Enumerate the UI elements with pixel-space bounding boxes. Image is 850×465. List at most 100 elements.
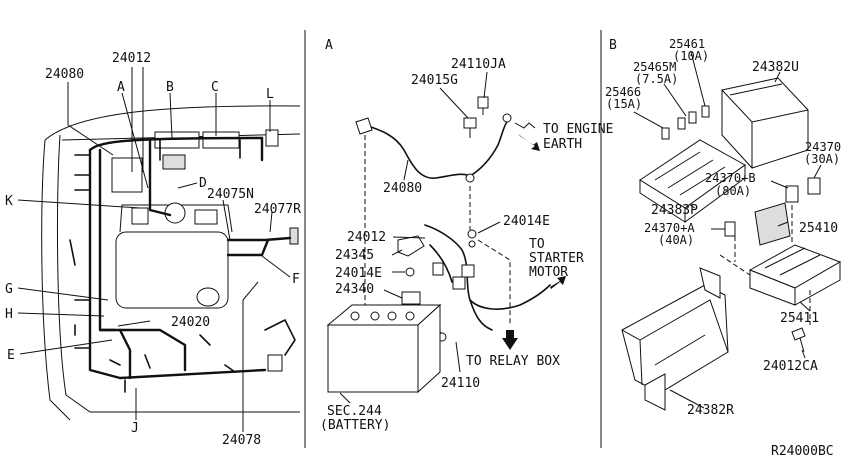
- fuse-25466: [661, 127, 670, 140]
- part-label: 24075N: [207, 187, 254, 202]
- part-label: 24014E: [335, 266, 382, 281]
- connector-block-c: [202, 131, 240, 149]
- part-label: 24012: [112, 51, 151, 66]
- fusible-link-24345: [397, 235, 425, 257]
- callout-k: K: [5, 194, 13, 209]
- fuse-box-cover-24382u: [721, 77, 809, 169]
- part-label: 24110: [441, 376, 480, 391]
- battery-cell: [387, 311, 397, 321]
- screw-24012ca: [791, 327, 806, 353]
- battery-small: [111, 157, 143, 193]
- part-label: 24110JA: [451, 57, 506, 72]
- panel-a-leaders: [339, 71, 501, 404]
- rating-label: (40A): [658, 233, 694, 247]
- fuse-block-24383p: [639, 139, 746, 223]
- rating-label: (30A): [804, 152, 840, 166]
- callout-f: F: [292, 272, 300, 287]
- part-label: 24012: [347, 230, 386, 245]
- engine-block: [115, 202, 233, 309]
- battery-front: [327, 324, 419, 393]
- connector-24077r: [289, 227, 299, 245]
- part-label: 24370: [805, 140, 841, 154]
- fuse-25461: [701, 105, 710, 118]
- connector-l: [265, 129, 279, 147]
- part-label: 25465M: [633, 60, 676, 74]
- part-label: 24340: [335, 282, 374, 297]
- earth-cable: [355, 96, 512, 183]
- engine-cap: [164, 202, 186, 224]
- part-label: 24012CA: [763, 359, 818, 374]
- connector: [432, 262, 444, 276]
- cover-outline: [721, 77, 809, 169]
- bracket-tab: [699, 267, 721, 299]
- note-relay-box: TO RELAY BOX: [466, 354, 560, 369]
- washer: [468, 240, 476, 248]
- screw-head: [791, 327, 806, 341]
- part-label: 25411: [780, 311, 819, 326]
- part-label: 24080: [383, 181, 422, 196]
- engine-part: [194, 209, 218, 225]
- diagram-code: R24000BC: [771, 444, 834, 459]
- relay-box-arrow: [502, 330, 518, 350]
- bracket-24382r: [621, 267, 729, 411]
- eyelet: [465, 173, 475, 183]
- part-label: 24370+A: [644, 221, 695, 235]
- engine-pulley: [196, 287, 220, 307]
- fuse-25465m-b: [688, 111, 697, 124]
- callout-e: E: [7, 348, 15, 363]
- left-leader-lines: [17, 67, 291, 432]
- callout-h: H: [5, 307, 13, 322]
- connector: [452, 276, 466, 290]
- engine-part: [131, 207, 149, 225]
- fuse-block-front: [684, 164, 746, 223]
- relay-block: [162, 154, 186, 170]
- part-label: 24382U: [752, 60, 799, 75]
- section-label-a: A: [325, 38, 333, 53]
- part-label: 24382R: [687, 403, 734, 418]
- part-label: 25466: [605, 85, 641, 99]
- part-label: 24370+B: [705, 171, 756, 185]
- battery-terminal: [350, 311, 360, 321]
- callout-d: D: [199, 176, 207, 191]
- part-label: 24345: [335, 248, 374, 263]
- rating-label: (15A): [606, 97, 642, 111]
- part-label: 24383P: [651, 203, 698, 218]
- battery: [326, 303, 442, 394]
- callout-l: L: [266, 87, 274, 102]
- note-starter-1: TO: [529, 237, 545, 252]
- rating-label: (10A): [673, 49, 709, 63]
- engine-earth-arrow: [518, 134, 540, 151]
- bracket-leg: [644, 373, 666, 411]
- callout-g: G: [5, 282, 13, 297]
- note-battery-1: SEC.244: [327, 404, 382, 419]
- fuse-25465m: [677, 117, 686, 130]
- rating-label: (80A): [715, 184, 751, 198]
- eyelet: [502, 113, 512, 123]
- nut: [405, 267, 415, 277]
- connector-lower: [267, 354, 283, 372]
- dash-fuse-box: [719, 254, 751, 276]
- terminal-24340: [401, 291, 421, 305]
- battery-side: [417, 303, 441, 394]
- part-label: 25461: [669, 37, 705, 51]
- nut: [467, 229, 477, 239]
- engine-block-body: [115, 231, 229, 309]
- part-label: 24015G: [411, 73, 458, 88]
- fuse-box-25411: [748, 244, 842, 306]
- part-label: 24014E: [503, 214, 550, 229]
- part-label: 24077R: [254, 202, 301, 217]
- bolt-24110ja: [477, 96, 489, 109]
- main-harness: [69, 136, 296, 393]
- fuse-24370a: [724, 221, 736, 237]
- part-label: 24020: [171, 315, 210, 330]
- note-battery-2: (BATTERY): [320, 418, 390, 433]
- battery-cell: [370, 311, 380, 321]
- callout-c: C: [211, 80, 219, 95]
- dash-relay: [477, 239, 511, 326]
- note-starter-3: MOTOR: [529, 265, 568, 280]
- note-starter-2: STARTER: [529, 251, 584, 266]
- fuse-box-front: [794, 261, 841, 306]
- starter-motor-arrow: [550, 276, 566, 289]
